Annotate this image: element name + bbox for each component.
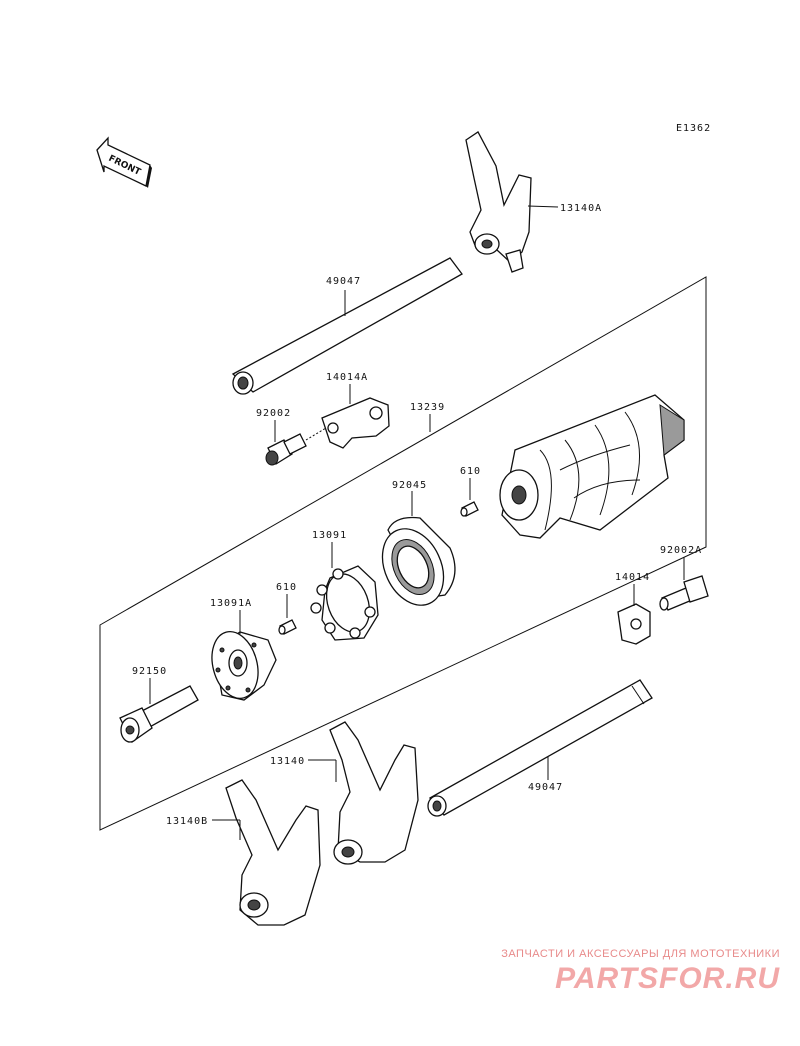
front-arrow-icon: FRONT: [96, 136, 152, 188]
shift-rod-upper: [231, 257, 463, 395]
drum-assembly-outline: [99, 276, 707, 831]
diagram-ref-code: E1362: [676, 123, 711, 134]
watermark-tagline: ЗАПЧАСТИ И АКСЕССУАРЫ ДЛЯ МОТОТЕХНИКИ: [501, 948, 780, 960]
label-92002: 92002: [256, 408, 291, 419]
label-92045: 92045: [392, 480, 427, 491]
shift-fork-13140a: [465, 131, 532, 273]
shift-fork-13140b: [225, 779, 321, 926]
stopper-plate-14014a: [321, 397, 390, 449]
watermark-logo: PARTSFOR.RU: [555, 962, 780, 995]
label-13140: 13140: [270, 756, 305, 767]
label-13239: 13239: [410, 402, 445, 413]
shift-fork-13140: [329, 721, 419, 865]
watermark: ЗАПЧАСТИ И АКСЕССУАРЫ ДЛЯ МОТОТЕХНИКИ PA…: [501, 948, 780, 996]
bolt-92150: [119, 685, 199, 743]
label-14014: 14014: [615, 572, 650, 583]
label-13091: 13091: [312, 530, 347, 541]
bearing-92045: [381, 516, 456, 606]
shift-rod-lower: [427, 679, 653, 817]
pin-holder-13091a: [211, 631, 277, 701]
pin-610-left: [278, 619, 297, 635]
bolt-92002: [265, 433, 307, 466]
pin-holder-13091: [310, 565, 379, 641]
label-92150: 92150: [132, 666, 167, 677]
label-13140a: 13140A: [560, 203, 602, 214]
bolt-92002a: [659, 575, 709, 611]
label-610-left: 610: [276, 582, 297, 593]
label-49047-upper: 49047: [326, 276, 361, 287]
shift-drum: [499, 394, 685, 539]
label-13091a: 13091A: [210, 598, 252, 609]
pin-610-right: [460, 501, 479, 517]
label-14014a: 14014A: [326, 372, 368, 383]
label-92002a: 92002A: [660, 545, 702, 556]
label-13140b: 13140B: [166, 816, 208, 827]
stopper-plate-14014: [617, 603, 651, 645]
label-610-right: 610: [460, 466, 481, 477]
label-49047-lower: 49047: [528, 782, 563, 793]
